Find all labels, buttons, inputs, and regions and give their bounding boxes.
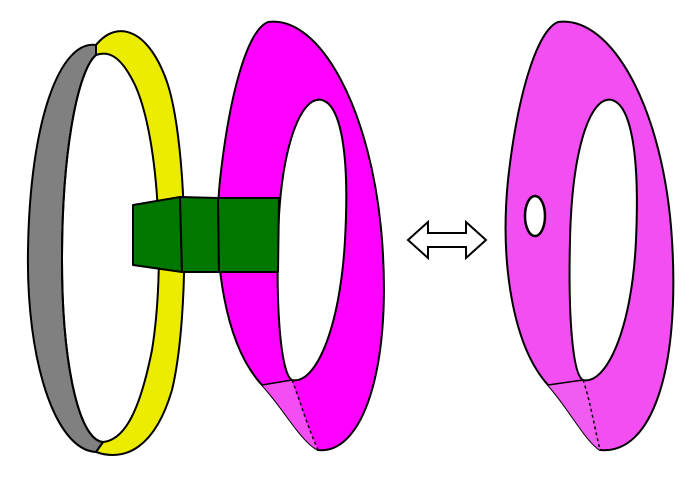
result-twist-shade	[548, 380, 600, 450]
result-hole	[523, 194, 547, 238]
result-twist-edge	[547, 379, 584, 386]
result-face	[504, 20, 675, 452]
connector-segment-left	[132, 196, 183, 273]
connector-strip	[132, 196, 280, 273]
cylinder-inner-rim	[60, 54, 104, 443]
connector-segment-middle	[179, 196, 220, 273]
cylinder-yellow-face	[95, 30, 186, 456]
double-headed-arrow-icon	[406, 219, 488, 261]
cylinder-band	[26, 30, 186, 456]
mobius-twist-edge	[261, 379, 293, 386]
result-hidden-edge	[582, 379, 601, 451]
connector-segment-right	[217, 197, 280, 273]
cylinder-gray-face	[26, 43, 104, 453]
mobius-twist-shade	[262, 380, 318, 450]
mobius-hidden-edge	[291, 379, 319, 451]
result-surface	[504, 20, 675, 452]
mobius-band	[216, 20, 385, 452]
